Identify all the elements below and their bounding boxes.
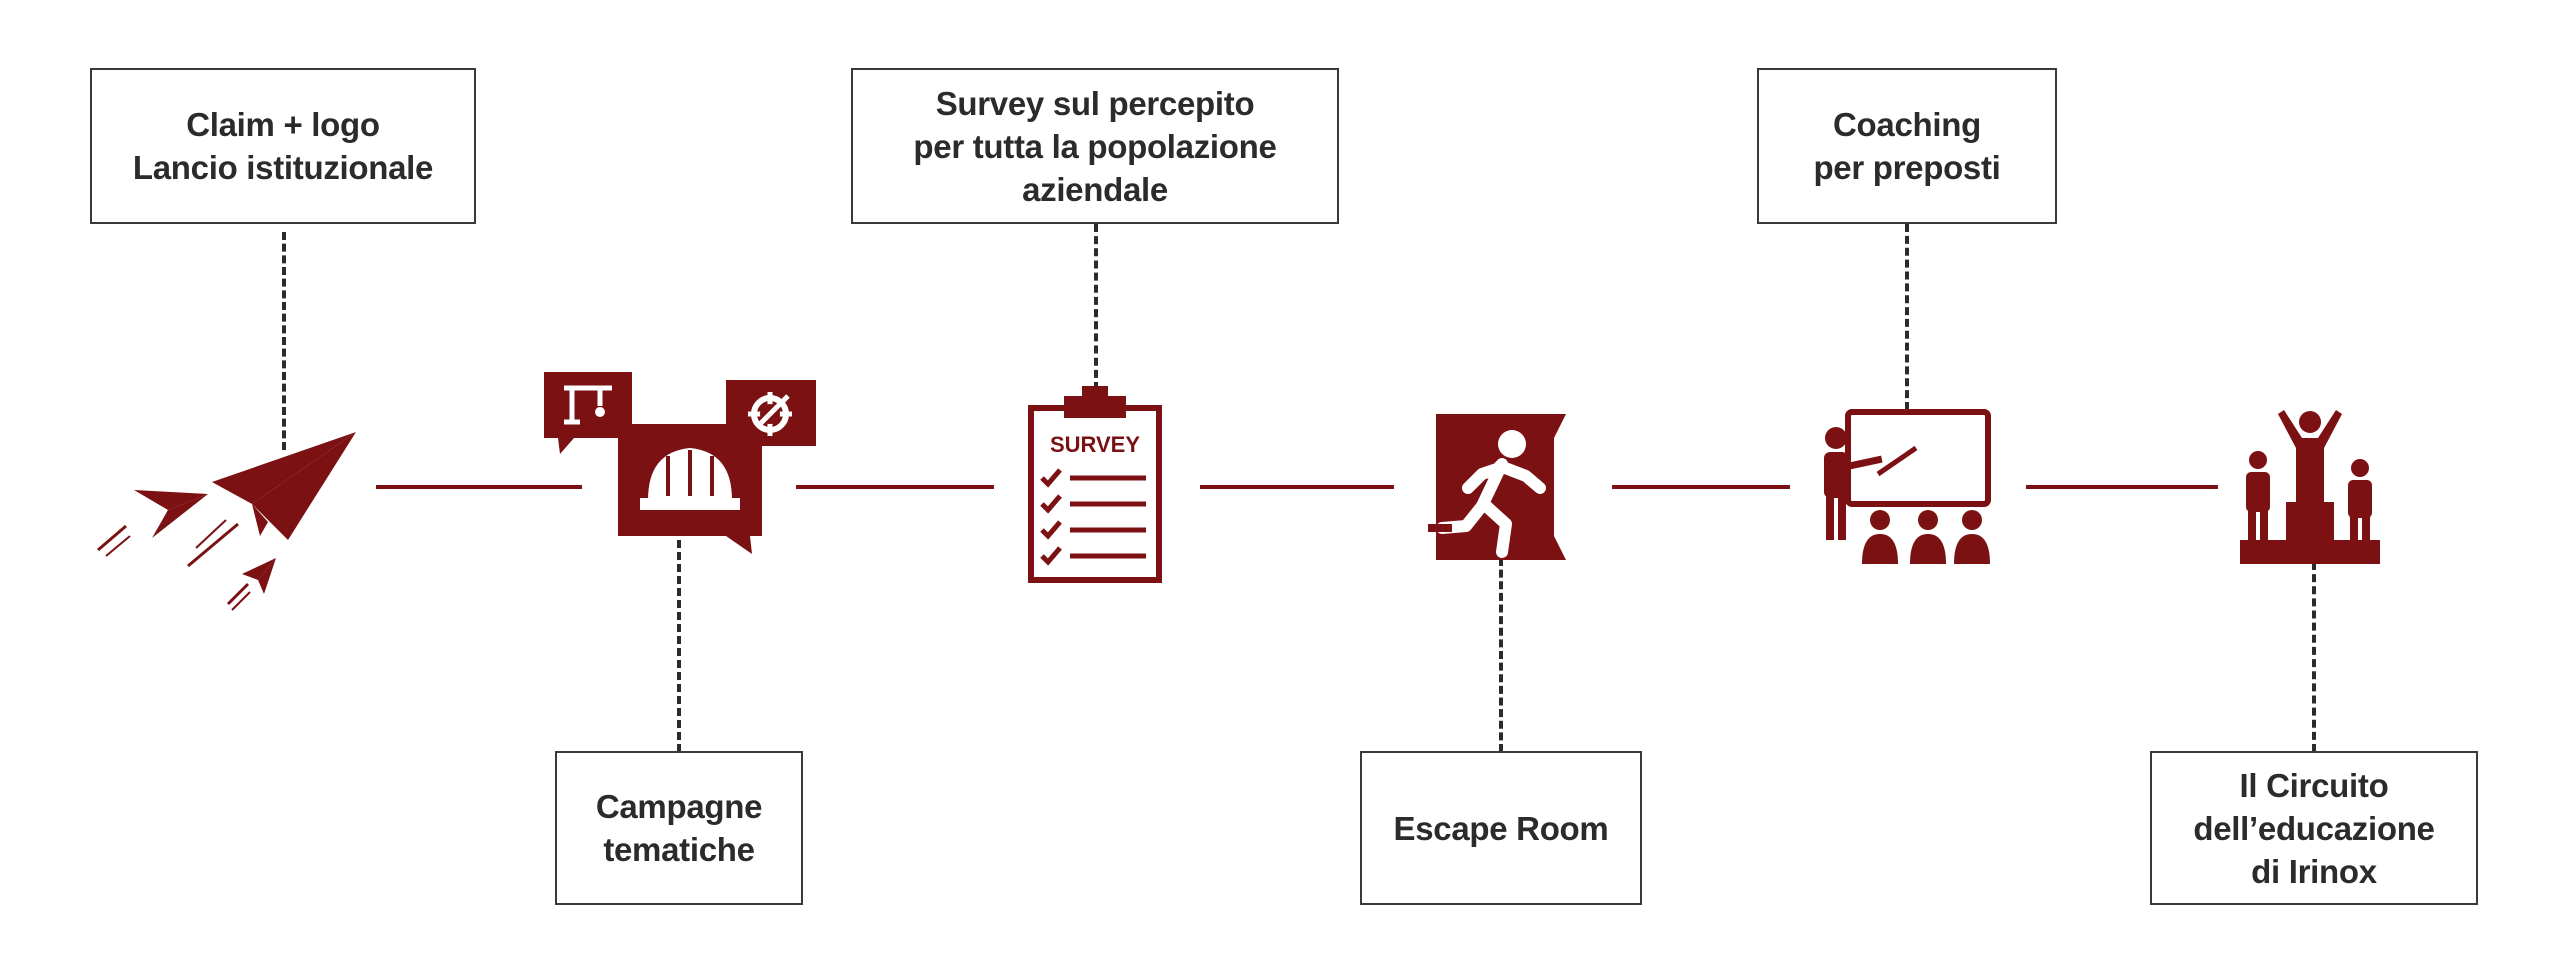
step-label-line: Claim + logo [186,106,380,143]
step-label-line: per preposti [1813,149,2001,186]
step-label-line: Lancio istituzionale [132,149,434,186]
connector-claim [282,232,286,450]
timeline-segment-4 [1612,485,1790,489]
step-label-line: aziendale [1022,170,1168,208]
step-label-line: Survey sul percepito [935,84,1255,122]
presentation-board-icon [1818,408,1994,564]
step-label-line: dell’educazione [2193,809,2435,847]
step-label-line: per tutta la popolazione [913,127,1277,165]
step-label-line: Il Circuito [2239,766,2389,804]
step-label-campagne: Campagne tematiche [555,751,803,905]
step-label-survey: Survey sul percepito per tutta la popola… [851,68,1339,224]
paper-planes-icon [92,428,362,614]
step-label-line: Campagne [595,788,763,825]
step-label-line: tematiche [603,831,755,868]
connector-circuito [2312,562,2316,752]
step-label-line: Escape Room [1393,809,1609,847]
timeline-segment-5 [2026,485,2218,489]
step-label-escape: Escape Room [1360,751,1642,905]
connector-escape [1499,558,1503,752]
step-label-claim: Claim + logo Lancio istituzionale [90,68,476,224]
podium-winners-icon [2240,408,2380,564]
survey-icon-text: SURVEY [1050,432,1140,457]
step-label-line: di Irinox [2251,852,2377,890]
emergency-exit-icon [1428,414,1568,560]
step-label-coaching: Coaching per preposti [1757,68,2057,224]
survey-clipboard-icon: SURVEY [1028,386,1162,584]
connector-coaching [1905,224,1909,410]
step-label-line: Coaching [1833,106,1981,143]
connector-survey [1094,224,1098,390]
timeline-segment-3 [1200,485,1394,489]
connector-campagne [677,528,681,752]
timeline-segment-1 [376,485,582,489]
timeline-segment-2 [796,485,994,489]
speech-bubbles-safety-icon [544,372,816,554]
step-label-circuito: Il Circuito dell’educazione di Irinox [2150,751,2478,905]
